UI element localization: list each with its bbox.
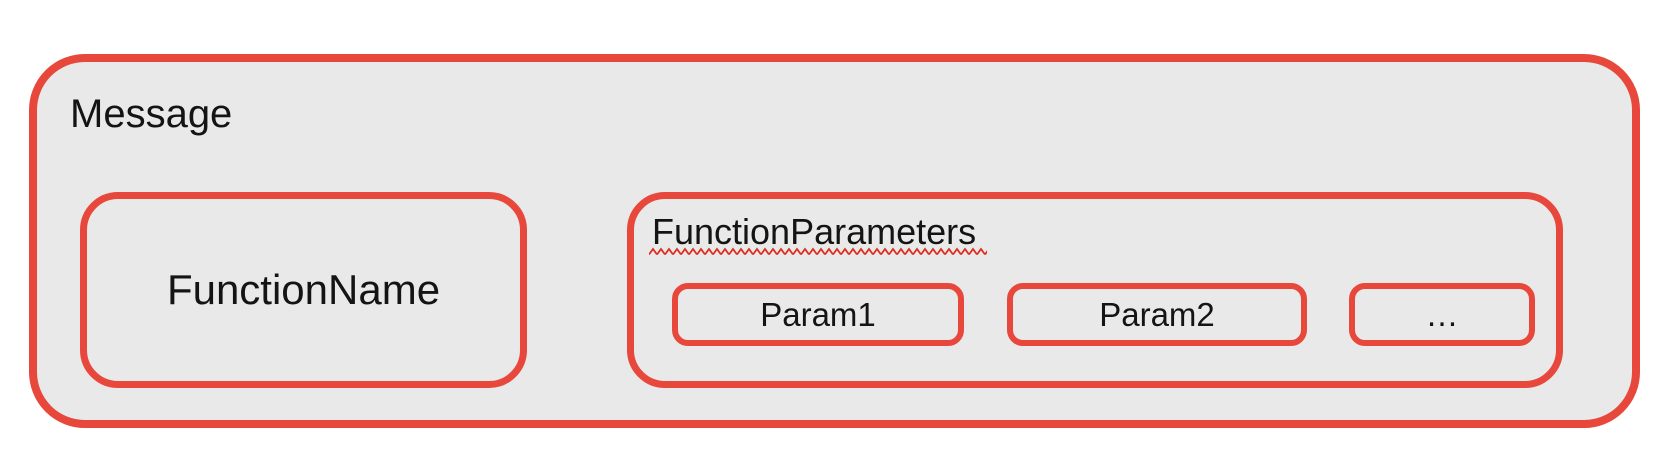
param-ellipsis-label: … [1425, 296, 1459, 333]
spellcheck-squiggle-underline [649, 247, 987, 257]
param-2-label: Param2 [1099, 296, 1215, 333]
function-name-label: FunctionName [166, 266, 441, 313]
param-1-label: Param1 [760, 296, 876, 333]
function-parameters-label: FunctionParameters [652, 211, 977, 252]
message-box: Message FunctionName FunctionParameters … [29, 54, 1640, 428]
param-box-ellipsis: … [1349, 283, 1535, 346]
message-label: Message [70, 92, 233, 136]
function-name-box: FunctionName [80, 192, 527, 388]
function-parameters-box: FunctionParameters Param1 Param2 … [627, 192, 1563, 388]
param-box-2: Param2 [1007, 283, 1307, 346]
param-box-1: Param1 [672, 283, 964, 346]
